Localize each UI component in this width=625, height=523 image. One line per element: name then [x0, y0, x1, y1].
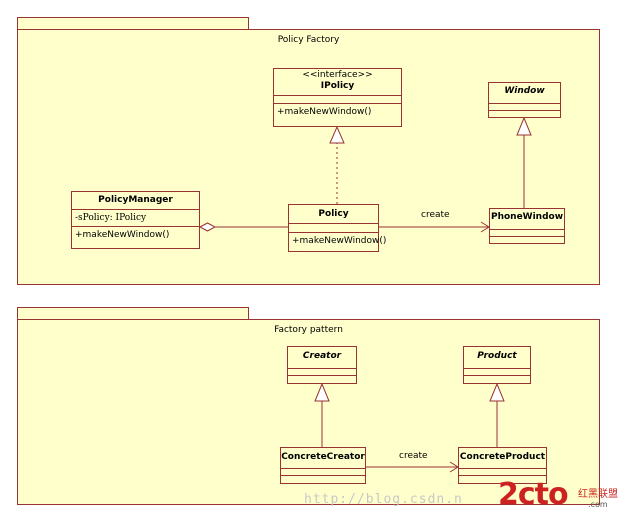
- realization-arrowhead: [329, 125, 345, 144]
- class-stereotype: <<interface>>: [302, 70, 373, 80]
- class-operation: +makeNewWindow(): [274, 103, 401, 120]
- attribute-compartment: [459, 468, 546, 475]
- class-creator[interactable]: Creator: [287, 346, 357, 384]
- class-name: Policy: [318, 209, 349, 219]
- operation-compartment: [459, 475, 546, 482]
- class-name: Window: [504, 86, 545, 96]
- watermark-logo: 2cto: [498, 477, 569, 512]
- generalization-arrowhead: [314, 382, 330, 402]
- class-name: IPolicy: [320, 81, 355, 91]
- class-phone-window[interactable]: PhoneWindow: [489, 208, 565, 244]
- package-title: Policy Factory: [277, 35, 340, 45]
- operation-compartment: [464, 375, 530, 382]
- package-tab-policy-factory: [17, 17, 249, 30]
- attribute-compartment: [289, 223, 378, 232]
- class-window[interactable]: Window: [488, 82, 561, 118]
- class-operation: +makeNewWindow(): [289, 232, 386, 249]
- operation-compartment: [281, 475, 365, 482]
- operation-compartment: [288, 375, 356, 382]
- class-concrete-creator[interactable]: ConcreteCreator: [280, 447, 366, 484]
- attribute-compartment: [281, 468, 365, 475]
- class-policy-manager[interactable]: PolicyManager -sPolicy: IPolicy +makeNew…: [71, 191, 200, 249]
- class-name: Product: [477, 351, 517, 361]
- attribute-compartment: [490, 229, 564, 236]
- watermark-url: http://blog.csdn.n: [304, 492, 463, 507]
- class-name: PhoneWindow: [490, 212, 564, 222]
- generalization-arrowhead: [516, 116, 532, 136]
- class-attribute: -sPolicy: IPolicy: [72, 209, 199, 226]
- attribute-compartment: [489, 103, 560, 110]
- attribute-compartment: [464, 368, 530, 375]
- class-policy[interactable]: Policy +makeNewWindow(): [288, 204, 386, 252]
- class-name: ConcreteProduct: [459, 452, 546, 462]
- class-name: PolicyManager: [98, 195, 173, 205]
- relation-label-create: create: [421, 210, 450, 220]
- class-operation: +makeNewWindow(): [72, 226, 199, 243]
- class-name: Creator: [302, 351, 342, 361]
- class-concrete-product[interactable]: ConcreteProduct: [458, 447, 547, 484]
- operation-compartment: [489, 110, 560, 117]
- class-ipolicy[interactable]: <<interface>> IPolicy +makeNewWindow(): [273, 68, 402, 127]
- class-name: ConcreteCreator: [281, 452, 365, 462]
- attribute-compartment: [274, 95, 401, 103]
- attribute-compartment: [288, 368, 356, 375]
- class-product[interactable]: Product: [463, 346, 531, 384]
- aggregation-diamond: [198, 222, 217, 232]
- generalization-arrowhead: [489, 382, 505, 402]
- watermark-cn-text: 红黑联盟: [578, 489, 618, 500]
- package-title: Factory pattern: [274, 325, 343, 335]
- watermark-domain: .com: [588, 500, 608, 509]
- package-tab-factory-pattern: [17, 307, 249, 320]
- relation-label-create: create: [399, 451, 428, 461]
- operation-compartment: [490, 236, 564, 243]
